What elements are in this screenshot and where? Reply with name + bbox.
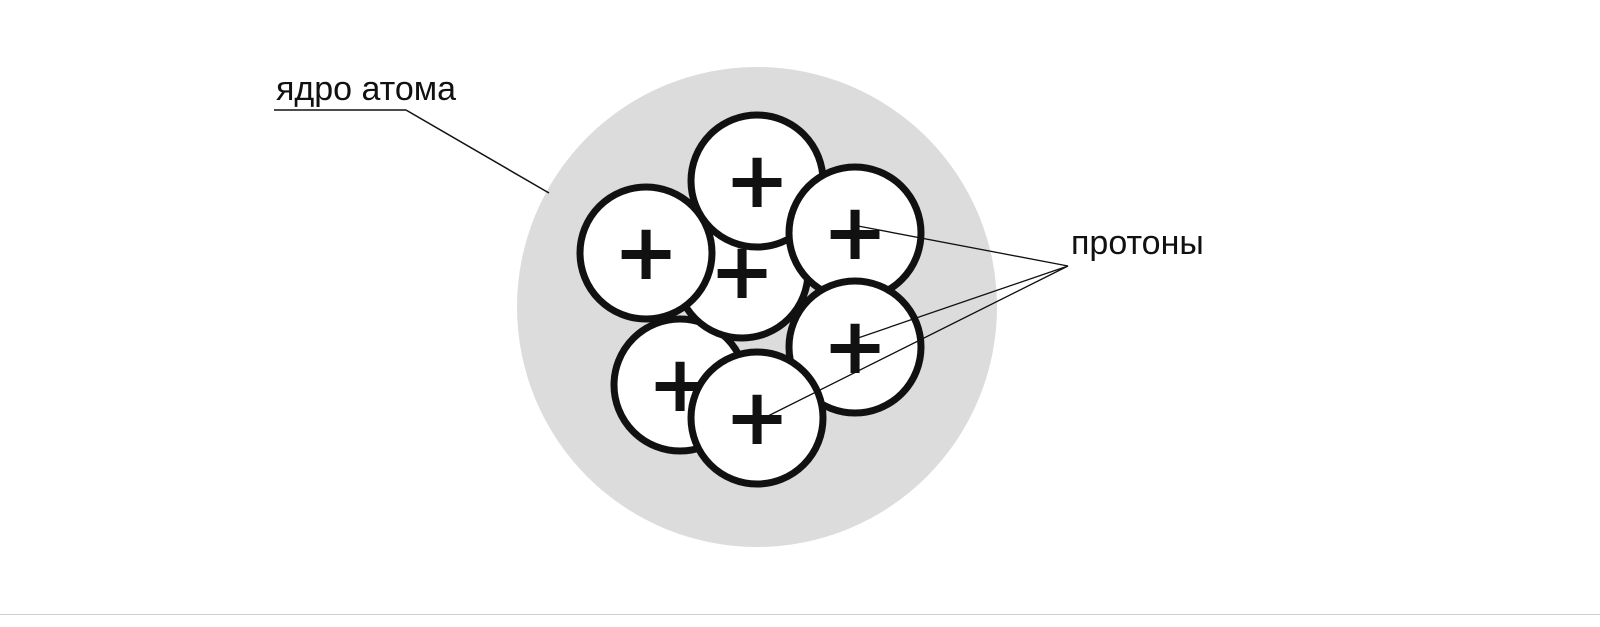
plus-sign: + (724, 136, 789, 226)
nucleus-label: ядро атома (276, 70, 456, 108)
proton: + (687, 348, 827, 488)
protons-leader-line (857, 225, 1069, 267)
nucleus-leader-line (405, 109, 550, 194)
protons-leader-line (857, 265, 1069, 339)
proton: + (785, 163, 925, 303)
bottom-divider (0, 614, 1600, 615)
plus-sign: + (724, 373, 789, 463)
protons-label: протоны (1071, 224, 1204, 262)
proton: + (576, 183, 716, 323)
proton: + (785, 277, 925, 417)
plus-sign: + (613, 208, 678, 298)
plus-sign: + (822, 188, 887, 278)
protons-leader-line (767, 265, 1069, 417)
plus-sign: + (822, 302, 887, 392)
